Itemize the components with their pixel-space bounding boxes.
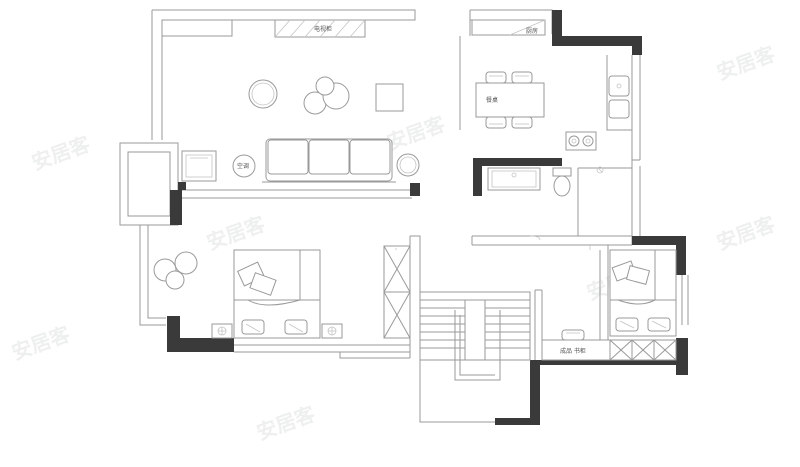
second-bedroom: 成品 书柜 — [541, 249, 677, 361]
tv-cabinet: 电视柜 — [274, 19, 366, 38]
structural-walls — [167, 10, 688, 425]
master-bedroom — [153, 245, 411, 339]
round-side-table — [248, 79, 278, 109]
sofa — [262, 138, 396, 183]
storage-label: 成品 书柜 — [560, 347, 586, 355]
door-swings — [529, 235, 591, 250]
svg-text:安居客: 安居客 — [714, 41, 780, 84]
wardrobe-right — [609, 339, 677, 361]
toilet — [552, 167, 572, 197]
round-stools-bedroom — [153, 251, 198, 290]
washer — [181, 150, 217, 182]
tv-cabinet-label: 电视柜 — [314, 25, 332, 33]
dining-area: 餐桌 — [475, 71, 545, 129]
air-conditioner-label: 空调 — [237, 162, 249, 170]
svg-text:安居客: 安居客 — [714, 211, 780, 254]
kitchen-label: 厨房 — [526, 27, 538, 35]
svg-text:安居客: 安居客 — [9, 321, 75, 364]
master-bed — [233, 249, 321, 339]
kitchen-stove — [565, 131, 597, 151]
vanity — [487, 167, 541, 191]
round-stool-cluster — [303, 76, 350, 115]
dining-table — [475, 82, 545, 118]
wall-shelf — [161, 19, 233, 37]
svg-text:安居客: 安居客 — [204, 211, 270, 254]
kitchen-sink — [608, 75, 630, 119]
single-bed — [609, 249, 677, 337]
bathroom — [487, 166, 604, 197]
storage-cabinet: 成品 书柜 — [541, 339, 611, 361]
dining-table-label: 餐桌 — [486, 96, 498, 104]
kitchen: 厨房 — [471, 19, 632, 151]
square-ottoman — [375, 83, 404, 112]
svg-text:安居客: 安居客 — [254, 401, 320, 444]
left-side-lamp — [232, 154, 256, 178]
living-room: 电视柜 空调 — [161, 19, 420, 183]
stairwell — [419, 291, 531, 381]
wardrobe — [383, 245, 411, 339]
kitchen-top-counter — [471, 19, 546, 36]
floor-drain — [596, 166, 604, 174]
svg-text:安居客: 安居客 — [384, 111, 450, 154]
dining-chairs — [485, 71, 533, 129]
desk-chair — [561, 329, 585, 341]
svg-text:安居客: 安居客 — [29, 131, 95, 174]
nightstands — [211, 323, 343, 339]
